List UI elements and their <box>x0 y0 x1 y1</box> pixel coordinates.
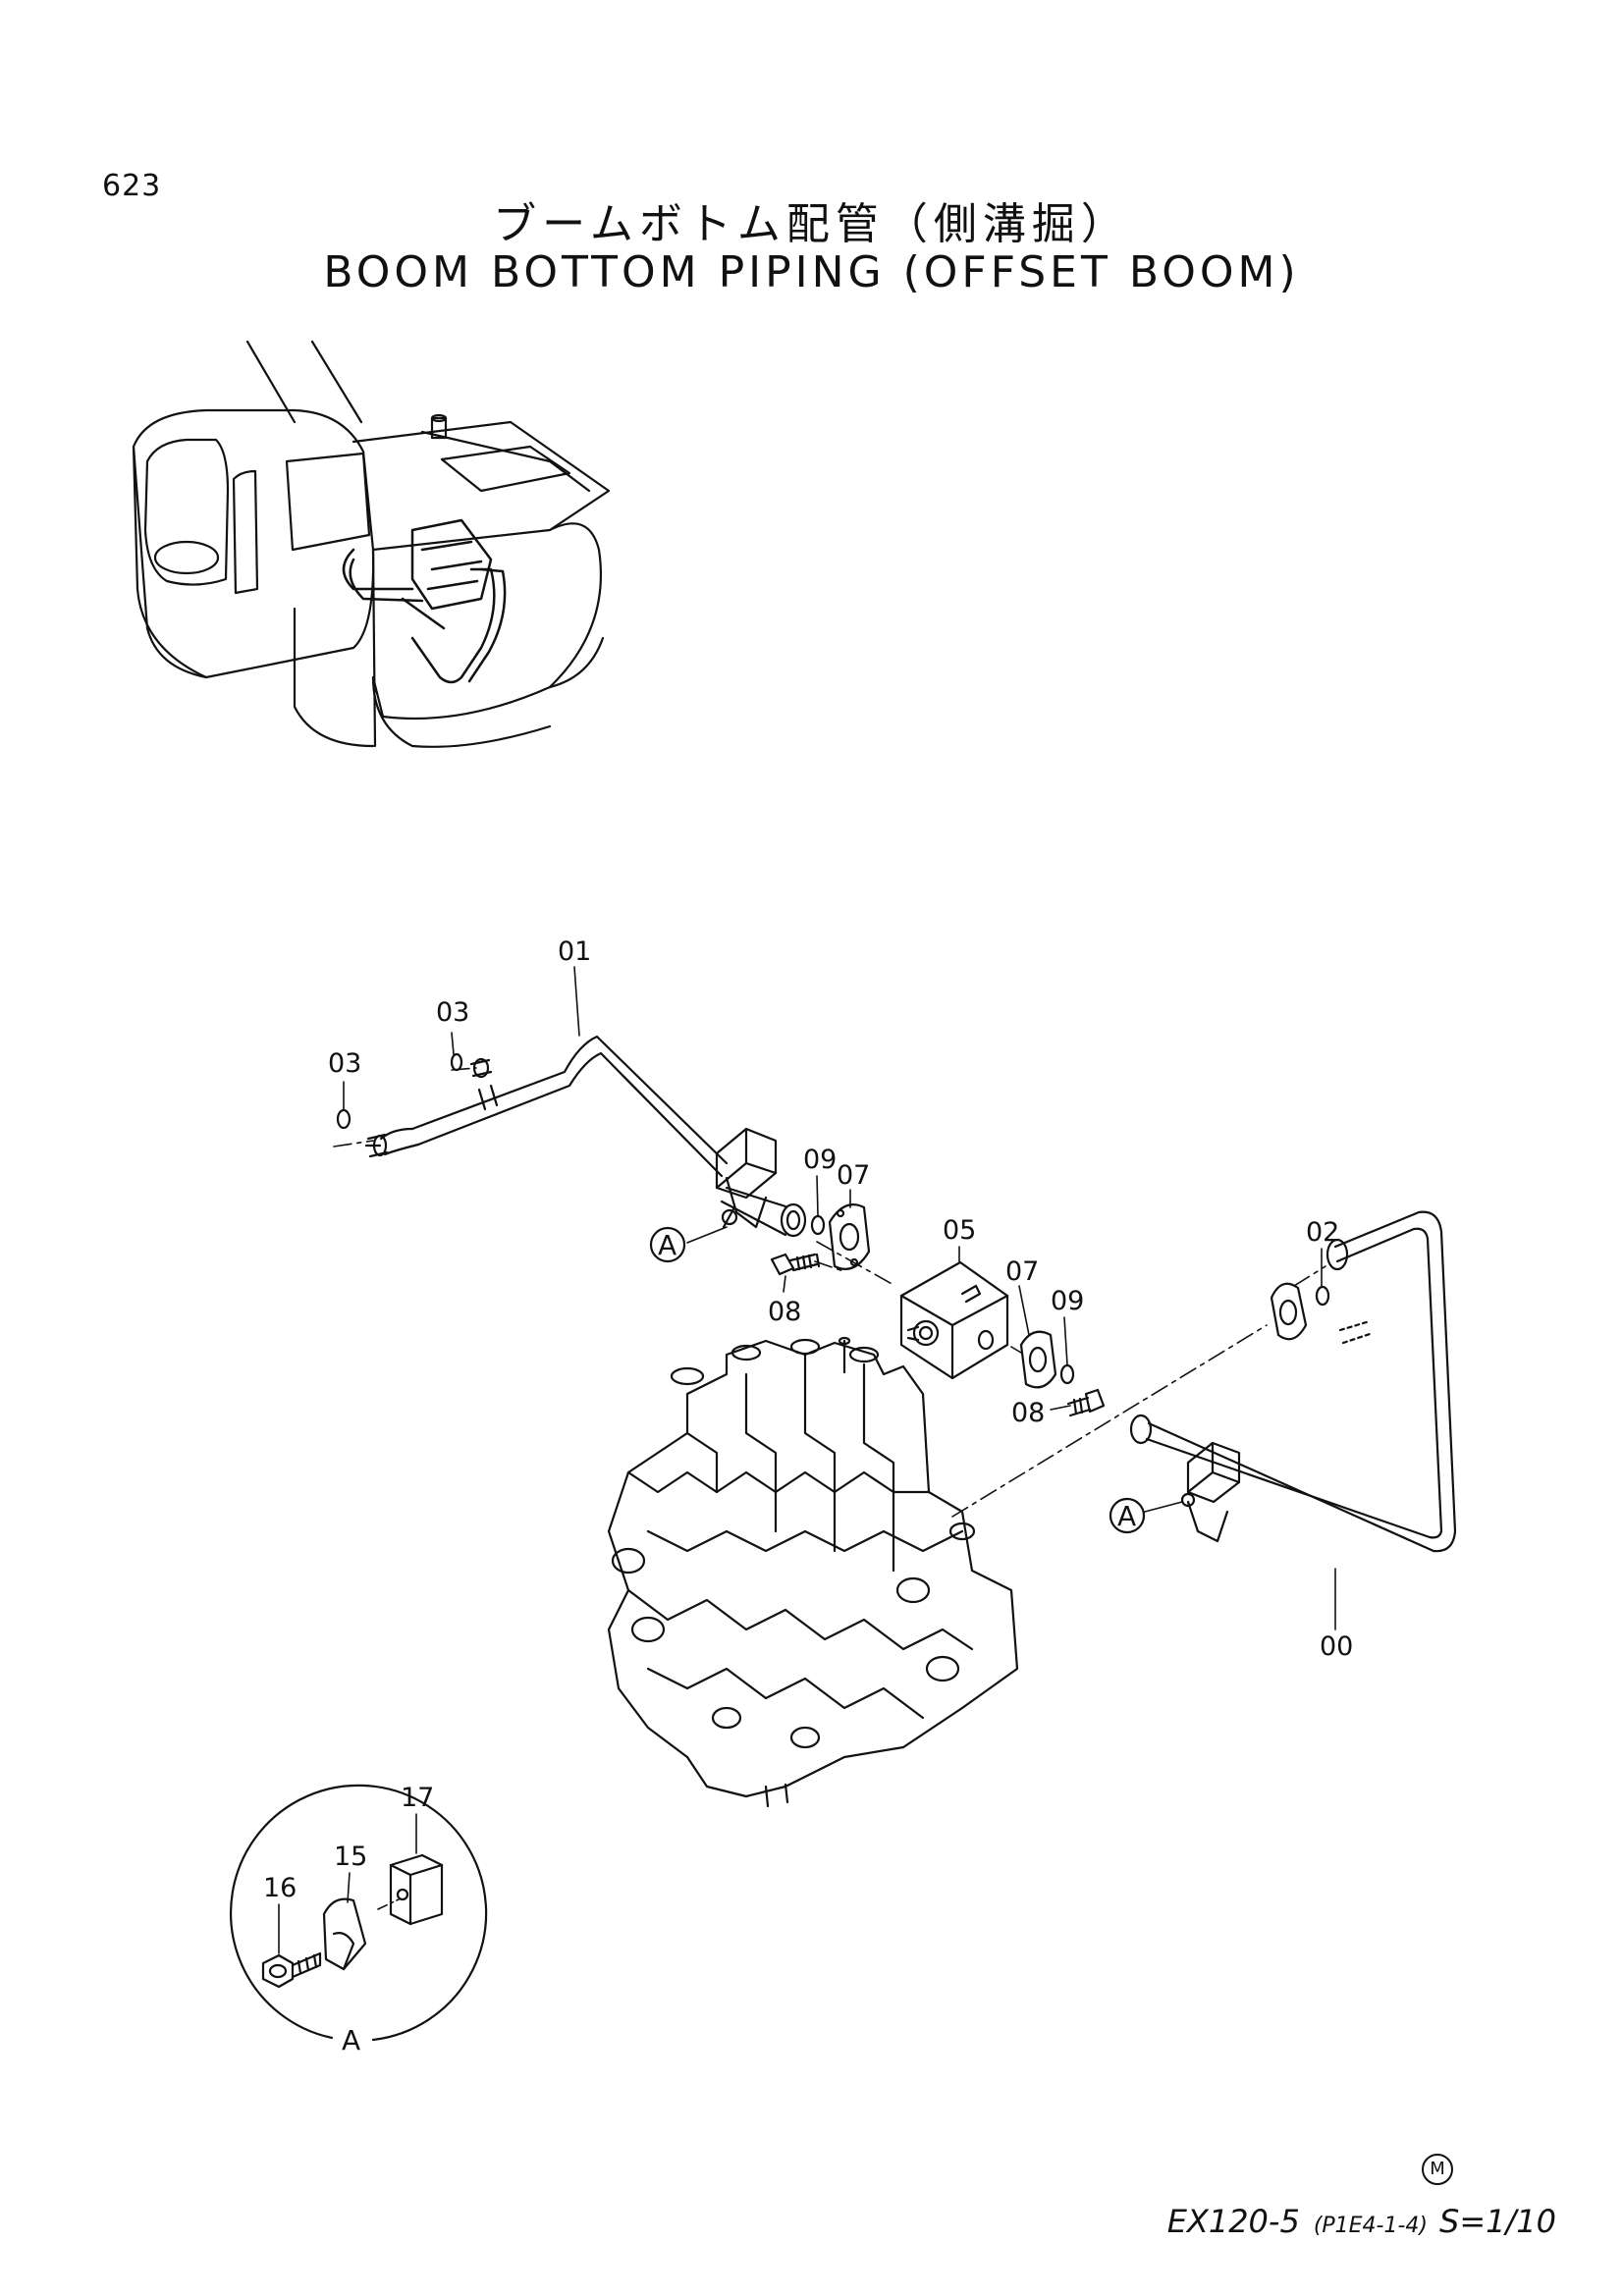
callout-02: 02 <box>1306 1217 1339 1248</box>
callout-labels: 01 03 03 09 07 05 08 07 09 08 02 00 <box>328 936 1353 1662</box>
model-number: EX120-5 <box>1166 2203 1300 2240</box>
excavator-overview-illustration <box>132 340 611 748</box>
pipe-01 <box>364 1035 729 1178</box>
page-title-english: BOOM BOTTOM PIPING (OFFSET BOOM) <box>323 247 1300 297</box>
callout-09-right: 09 <box>1051 1286 1084 1316</box>
callout-03-upper: 03 <box>436 997 469 1028</box>
detail-view-a-label: A <box>342 2024 360 2056</box>
control-valve <box>607 1336 1019 1808</box>
split-flange-07-right <box>1019 1330 1057 1389</box>
callout-15: 15 <box>334 1842 367 1872</box>
callout-07-left: 07 <box>837 1160 870 1191</box>
leader-lines <box>333 1067 1326 1518</box>
callout-01: 01 <box>558 936 591 967</box>
callout-03-lower: 03 <box>328 1048 361 1079</box>
view-ref-a-right: A <box>1109 1497 1146 1534</box>
callout-16: 16 <box>263 1873 297 1903</box>
o-rings <box>336 1052 1330 1385</box>
view-ref-a-left-label: A <box>658 1229 676 1261</box>
callout-leaders <box>343 966 1336 1630</box>
figure-code: (P1E4-1-4) <box>1313 2214 1429 2238</box>
page-number: 623 <box>102 169 162 203</box>
callout-09-left: 09 <box>803 1145 837 1175</box>
bolt-08-right <box>1066 1388 1106 1417</box>
callout-00: 00 <box>1320 1631 1353 1662</box>
detail-view-a: A 17 15 16 <box>230 1783 488 2056</box>
view-ref-a-right-label: A <box>1117 1500 1136 1532</box>
callout-08-left: 08 <box>768 1297 801 1327</box>
manufacturer-mark: M <box>1422 2154 1453 2185</box>
scale-label: S=1/10 <box>1439 2203 1556 2240</box>
clamp-upper-left <box>715 1127 807 1238</box>
block-05 <box>899 1260 1009 1380</box>
pipe-00 <box>1129 1210 1457 1553</box>
footer-caption: EX120-5 (P1E4-1-4) S=1/10 <box>1167 2203 1556 2240</box>
callout-05: 05 <box>943 1215 976 1246</box>
callout-17: 17 <box>401 1783 434 1813</box>
page-title-japanese: ブームボトム配管（側溝掘） <box>493 199 1130 249</box>
split-flange-07-left <box>828 1203 871 1270</box>
view-ref-a-left: A <box>649 1226 686 1263</box>
callout-08-right: 08 <box>1011 1398 1045 1428</box>
callout-07-right: 07 <box>1005 1256 1039 1287</box>
bolt-08-left <box>770 1253 821 1276</box>
clamp-right <box>1180 1441 1241 1543</box>
